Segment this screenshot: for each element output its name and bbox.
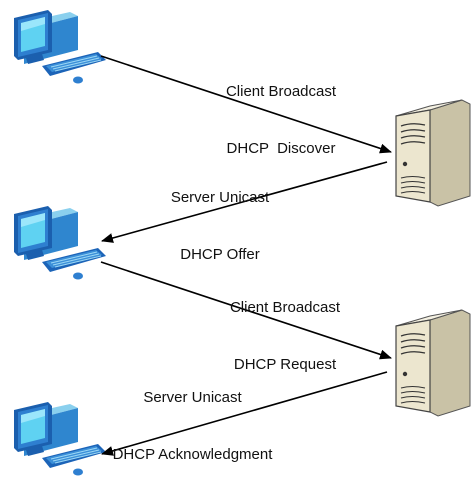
label-line-2: DHCP Acknowledgment — [112, 446, 273, 463]
label-line-2: DHCP Discover — [226, 140, 336, 157]
server-icon-1 — [395, 99, 471, 207]
arrow-offer — [101, 161, 388, 243]
server-icon-2 — [395, 309, 471, 417]
label-client-broadcast-request: Client Broadcast DHCP Request — [200, 260, 370, 393]
arrow-request — [100, 261, 392, 360]
label-server-unicast-offer: Server Unicast DHCP Offer — [140, 150, 300, 283]
label-line-1: Server Unicast — [170, 189, 270, 206]
arrow-discover — [100, 55, 392, 154]
label-line-1: Server Unicast — [143, 389, 242, 406]
label-line-2: DHCP Request — [233, 356, 337, 373]
label-client-broadcast-discover: Client Broadcast DHCP Discover — [196, 44, 366, 177]
arrow-acknowledgment — [101, 371, 388, 456]
label-line-1: Client Broadcast — [225, 83, 337, 100]
label-line-1: Client Broadcast — [229, 299, 341, 316]
label-line-2: DHCP Offer — [180, 246, 260, 263]
client-computer-icon-1 — [13, 9, 107, 84]
client-computer-icon-2 — [13, 205, 107, 280]
label-server-unicast-acknowledgment: Server Unicast DHCP Acknowledgment — [90, 350, 295, 483]
